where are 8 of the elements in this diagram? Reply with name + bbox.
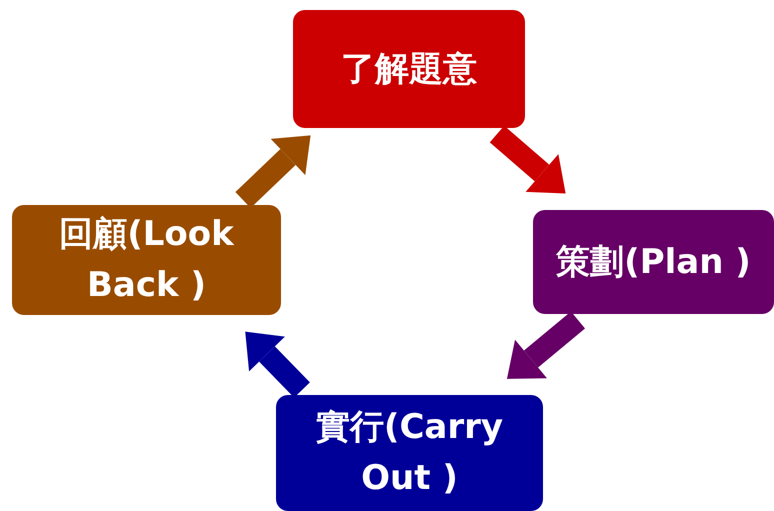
process-box: 回顧(Look Back )	[12, 205, 281, 315]
process-box: 策劃(Plan )	[533, 210, 774, 314]
arrow	[490, 126, 566, 194]
process-box: 實行(Carry Out )	[276, 395, 543, 511]
arrow	[235, 135, 311, 208]
arrow	[506, 312, 586, 379]
arrow	[245, 332, 310, 398]
process-box: 了解題意	[293, 10, 525, 128]
